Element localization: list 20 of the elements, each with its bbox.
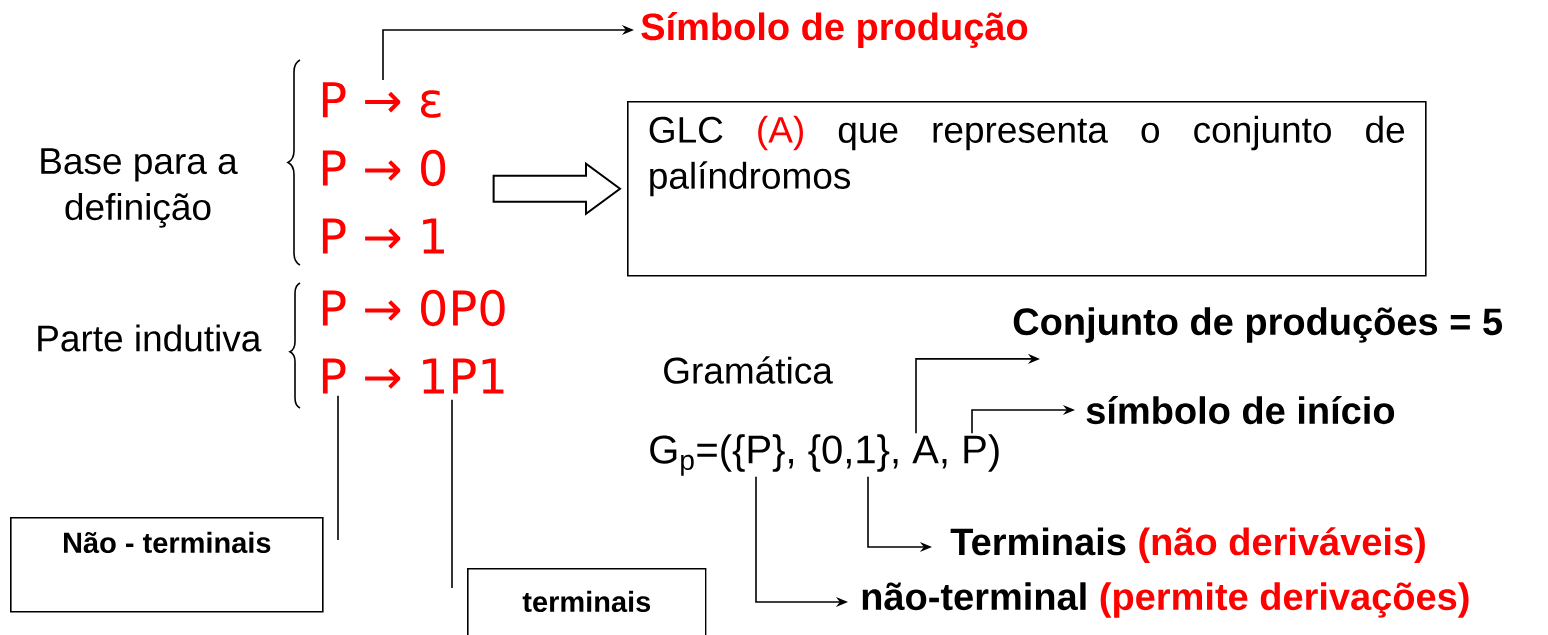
text-box: terminais [467,568,707,635]
leader-line [337,394,339,541]
production-rule: P → ε [322,82,441,118]
block-arrow [492,161,622,216]
production-rule: P → 1 [322,218,444,254]
label-text: Base para a definição [41,148,238,228]
label-text: Parte indutiva [38,324,262,352]
annotation-text: Terminais (não deriváveis) [950,527,1425,563]
annotation-text: símbolo de início [1086,395,1395,425]
annotation-text: não-terminal (permite derivações) [862,582,1469,618]
label-text: Gramática [664,356,833,384]
leader-line [451,398,453,589]
production-rule: P → 0 [322,149,446,187]
annotation-text: Conjunto de produções = 5 [1013,307,1503,343]
production-rule: P → 1P1 [322,358,504,394]
annotation-text: Símbolo de produção [641,12,1028,48]
production-rule: P → 0P0 [322,289,505,327]
text-box: Não - terminais [10,517,324,613]
text-box: GLC (A) que representa o conjunto de palíndromos [627,101,1427,277]
formula-text: G$_{p}$=({P}, {0,1}, A, P) [650,434,999,476]
